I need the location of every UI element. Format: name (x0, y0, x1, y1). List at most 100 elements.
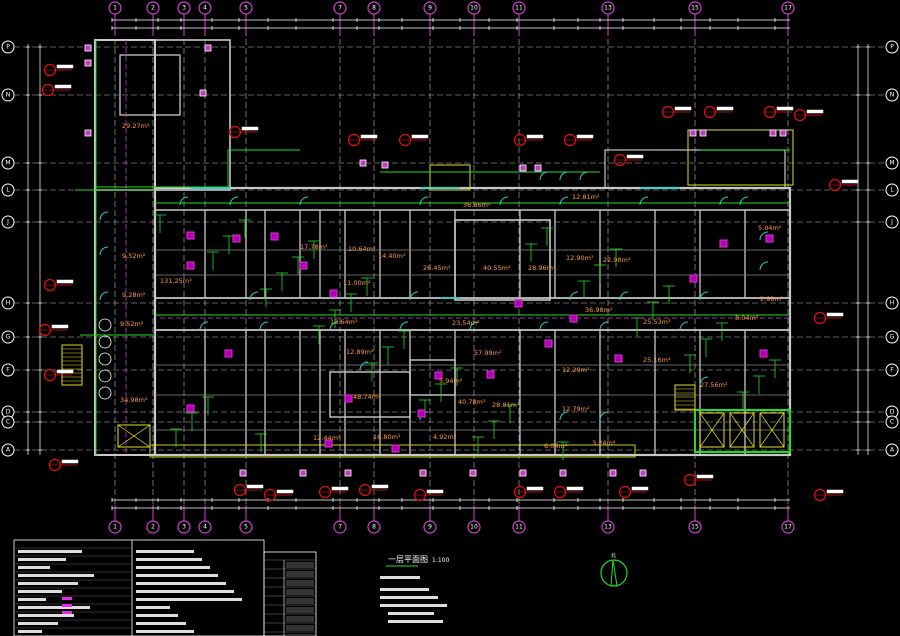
room-area-label: 12.29m² (562, 366, 590, 374)
detail-callout-icon (683, 473, 697, 487)
room-area-label: 8.04m² (735, 314, 759, 322)
summary-text-mark (380, 596, 438, 599)
dimension-lines (26, 18, 870, 510)
column-axis-bubble (688, 1, 702, 15)
equipment-markers (84, 44, 787, 477)
row-axis-label: H (890, 300, 895, 307)
column-axis-bubble (467, 520, 481, 534)
callout-text-mark (411, 134, 429, 139)
door-swing-icon (599, 411, 609, 421)
row-axis-label: L (6, 187, 10, 194)
callout-text-mark (526, 486, 544, 491)
fire-hydrant-icon (779, 129, 787, 137)
column-axis-bubble (601, 1, 615, 15)
callout-text-mark (716, 106, 734, 111)
room-area-label: 27.56m² (700, 381, 728, 389)
equipment-marker-icon (719, 239, 728, 248)
column-axis-label: 13 (604, 5, 612, 12)
summary-text-mark (380, 576, 420, 579)
column-axis-label: 11 (515, 5, 523, 12)
column-axis-bubble (108, 520, 122, 534)
column-axis-bubble (781, 520, 795, 534)
ventilation-fan-icon (98, 369, 112, 383)
notes-table (13, 539, 447, 636)
room-area-label: 10.64m² (348, 245, 376, 253)
detail-callout-icon (813, 488, 827, 502)
row-axis-bubble (885, 156, 899, 170)
column-axis-bubble (239, 520, 253, 534)
legend-swatch (62, 611, 72, 614)
room-area-label: 40.78m² (458, 398, 486, 406)
equipment-marker-icon (299, 261, 308, 270)
column-axis-bubble (467, 1, 481, 15)
fire-hydrant-icon (689, 129, 697, 137)
row-axis-label: D (6, 409, 11, 416)
note-text-mark (18, 582, 78, 585)
row-axis-bubble (885, 443, 899, 457)
column-axis-label: 4 (203, 5, 207, 12)
room-area-label: 23.54m² (452, 319, 480, 327)
column-axis-bubble (146, 1, 160, 15)
detail-callout-icon (38, 323, 52, 337)
fire-hydrant-icon (559, 469, 567, 477)
door-swing-icon (99, 211, 109, 221)
column-axis-label: 15 (691, 524, 699, 531)
drawing-title: 一层平面图 (388, 555, 428, 564)
room-area-label: 12.90m² (566, 254, 594, 262)
column-axis-label: 15 (691, 5, 699, 12)
door-swing-icon (419, 196, 429, 206)
room-area-label: 14.40m² (378, 252, 406, 260)
column-axis-bubble (688, 520, 702, 534)
callout-text-mark (696, 474, 714, 479)
detail-callout-icon (553, 485, 567, 499)
row-axis-bubble (885, 40, 899, 54)
callout-text-mark (331, 486, 349, 491)
column-axis-label: 7 (338, 524, 342, 531)
equipment-marker-icon (391, 444, 400, 453)
partition-lines (61, 40, 791, 460)
door-swing-icon (559, 196, 569, 206)
room-area-label: 48.74m² (353, 393, 381, 401)
callout-text-mark (56, 279, 74, 284)
equipment-marker-icon (224, 349, 233, 358)
room-area-label: 26.45m² (423, 264, 451, 272)
column-axis-label: 3 (182, 5, 186, 12)
shaft-cross (117, 424, 151, 448)
equipment-marker-icon (486, 370, 495, 379)
note-text-mark (18, 598, 46, 601)
column-axis-label: 11 (515, 524, 523, 531)
column-axis-label: 8 (372, 524, 376, 531)
room-area-label: 29.27m² (122, 122, 150, 130)
fire-hydrant-icon (204, 44, 212, 52)
column-axis-bubble (512, 1, 526, 15)
hatch-cell (286, 571, 314, 577)
stair-core (119, 54, 181, 116)
legend-table-frame (263, 551, 317, 636)
note-text-mark (18, 622, 58, 625)
detail-callout-icon (828, 178, 842, 192)
door-swing-icon (559, 411, 569, 421)
hatch-cell (286, 616, 314, 622)
room-area-label: 9.28m² (122, 291, 146, 299)
note-text-mark (18, 550, 82, 553)
row-axis-label: C (6, 419, 10, 426)
elevator-cross (729, 412, 755, 448)
legend-swatch (62, 604, 72, 607)
drawing-scale: 1:100 (432, 557, 449, 564)
fire-hydrant-icon (344, 469, 352, 477)
row-axis-label: D (890, 409, 895, 416)
room-area-label: 40.55m² (483, 264, 511, 272)
row-axis-label: L (890, 187, 894, 194)
column-axis-bubble (198, 520, 212, 534)
detail-callout-icon (263, 488, 277, 502)
elevator-cross (759, 412, 785, 448)
callout-text-mark (360, 134, 378, 139)
elevator-group (694, 409, 791, 453)
row-axis-bubble (1, 156, 15, 170)
fire-hydrant-icon (359, 159, 367, 167)
door-swing-icon (99, 291, 109, 301)
room-area-label: 11.00m² (343, 279, 371, 287)
room-area-label: 36.98m² (585, 306, 613, 314)
door-swing-icon (229, 196, 239, 206)
